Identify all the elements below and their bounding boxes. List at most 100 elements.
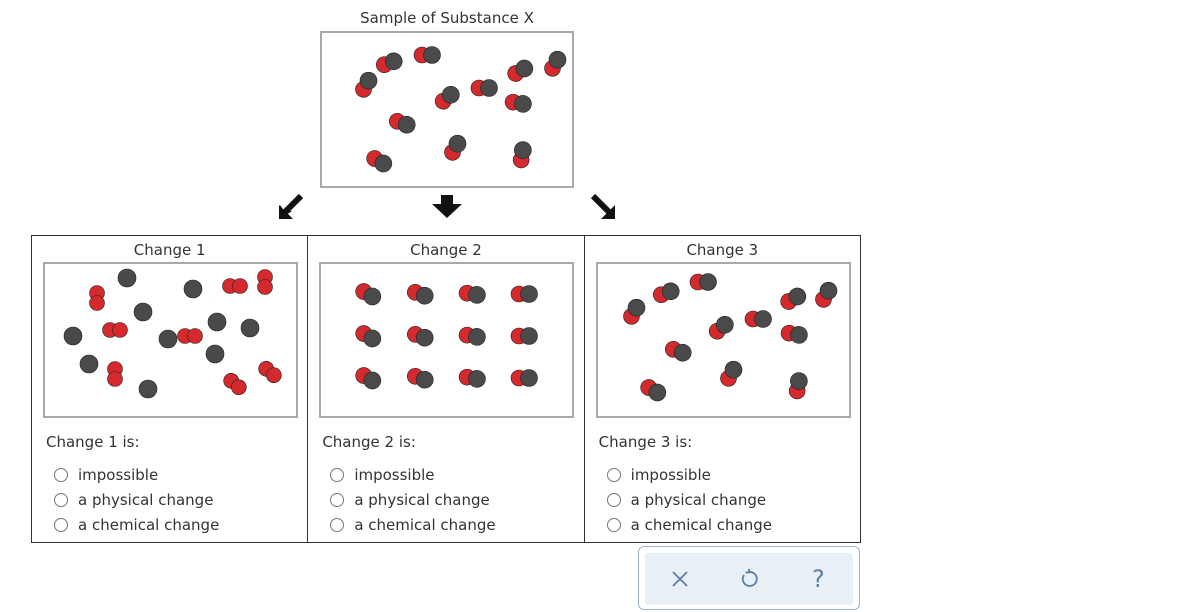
co-molecule bbox=[459, 326, 487, 346]
co-molecule bbox=[355, 71, 378, 98]
oxygen-molecule bbox=[89, 285, 105, 311]
change-3-question: Change 3 is: bbox=[598, 433, 693, 451]
carbon-atom bbox=[117, 268, 137, 288]
change-3-option-impossible[interactable]: impossible bbox=[606, 462, 772, 487]
change-1-cell: Change 1 Change 1 is: impossible a physi… bbox=[32, 236, 309, 542]
oxygen-molecule bbox=[177, 328, 203, 344]
carbon-atom bbox=[205, 344, 225, 364]
undo-icon bbox=[741, 569, 758, 587]
option-label: a physical change bbox=[354, 490, 490, 509]
sample-molecules bbox=[355, 46, 567, 173]
change-2-molecules bbox=[355, 283, 539, 390]
change-2-options: impossible a physical change a chemical … bbox=[330, 462, 496, 537]
change-1-title: Change 1 bbox=[133, 241, 206, 259]
help-icon: ? bbox=[811, 565, 825, 593]
radio-button[interactable] bbox=[54, 492, 68, 507]
option-label: impossible bbox=[630, 465, 711, 484]
co-molecule bbox=[355, 367, 382, 390]
option-label: a chemical change bbox=[630, 515, 772, 534]
co-molecule bbox=[407, 283, 434, 305]
co-molecule bbox=[814, 281, 837, 308]
option-label: impossible bbox=[78, 465, 159, 484]
co-molecule bbox=[652, 282, 680, 304]
arrow-down-icon bbox=[430, 193, 464, 219]
change-2-option-chemical[interactable]: a chemical change bbox=[330, 512, 496, 537]
change-1-option-impossible[interactable]: impossible bbox=[54, 462, 219, 487]
co-molecule bbox=[434, 85, 460, 110]
co-molecule bbox=[511, 327, 539, 345]
carbon-atom bbox=[63, 326, 83, 346]
radio-button[interactable] bbox=[330, 517, 345, 532]
co-molecule bbox=[512, 141, 532, 169]
co-molecule bbox=[504, 93, 532, 113]
radio-button[interactable] bbox=[330, 467, 345, 482]
co-molecule bbox=[459, 284, 487, 304]
oxygen-molecule bbox=[222, 278, 248, 294]
toolbar-inner: ? bbox=[645, 553, 853, 605]
close-icon bbox=[672, 571, 688, 587]
co-molecule bbox=[511, 369, 539, 387]
oxygen-molecule bbox=[107, 361, 123, 387]
change-3-option-chemical[interactable]: a chemical change bbox=[606, 512, 772, 537]
change-3-cell: Change 3 Change 3 is: impossible a physi… bbox=[585, 236, 860, 542]
change-2-option-physical[interactable]: a physical change bbox=[330, 487, 495, 512]
change-1-molecules bbox=[63, 268, 282, 399]
oxygen-molecule bbox=[102, 322, 128, 338]
co-molecule bbox=[407, 367, 434, 389]
co-molecule bbox=[389, 112, 416, 134]
radio-button[interactable] bbox=[54, 467, 68, 482]
co-molecule bbox=[544, 50, 567, 77]
co-molecule bbox=[355, 325, 382, 348]
co-molecule bbox=[744, 310, 772, 328]
radio-button[interactable] bbox=[330, 492, 345, 507]
change-1-options: impossible a physical change a chemical … bbox=[54, 462, 219, 537]
co-molecule bbox=[788, 372, 808, 400]
clear-button[interactable] bbox=[660, 559, 700, 599]
carbon-atom bbox=[158, 329, 178, 349]
arrow-down-right-icon bbox=[590, 193, 618, 221]
change-3-title: Change 3 bbox=[686, 241, 759, 259]
change-3-molecules bbox=[622, 273, 837, 402]
carbon-atom bbox=[183, 279, 203, 299]
oxygen-molecule bbox=[257, 269, 273, 295]
help-button[interactable]: ? bbox=[798, 559, 838, 599]
option-label: a chemical change bbox=[78, 515, 220, 534]
change-2-title: Change 2 bbox=[410, 241, 482, 259]
change-1-image bbox=[43, 262, 298, 418]
carbon-atom bbox=[240, 318, 260, 338]
undo-button[interactable] bbox=[729, 559, 769, 599]
sample-image bbox=[320, 31, 574, 188]
change-2-option-impossible[interactable]: impossible bbox=[330, 462, 495, 487]
co-molecule bbox=[470, 79, 498, 97]
co-molecule bbox=[459, 368, 487, 388]
co-molecule bbox=[719, 360, 742, 387]
co-molecule bbox=[444, 134, 467, 161]
co-molecule bbox=[664, 340, 692, 362]
radio-button[interactable] bbox=[606, 467, 621, 482]
change-1-option-physical[interactable]: a physical change bbox=[54, 487, 219, 512]
option-label: a physical change bbox=[78, 490, 214, 509]
change-3-option-physical[interactable]: a physical change bbox=[606, 487, 772, 512]
co-molecule bbox=[708, 315, 734, 340]
oxygen-molecule bbox=[258, 360, 282, 384]
co-molecule bbox=[507, 59, 534, 82]
change-1-question: Change 1 is: bbox=[46, 433, 140, 451]
co-molecule bbox=[780, 287, 806, 310]
option-label: a chemical change bbox=[354, 515, 496, 534]
co-molecule bbox=[511, 285, 539, 303]
radio-button[interactable] bbox=[606, 517, 621, 532]
arrow-down-left-icon bbox=[276, 193, 304, 221]
change-2-cell: Change 2 Change 2 is: impossible a physi… bbox=[308, 236, 585, 542]
co-molecule bbox=[640, 379, 666, 402]
radio-button[interactable] bbox=[606, 492, 621, 507]
oxygen-molecule bbox=[223, 372, 247, 396]
co-molecule bbox=[407, 325, 434, 347]
changes-table: Change 1 Change 1 is: impossible a physi… bbox=[31, 235, 861, 543]
co-molecule bbox=[622, 298, 645, 325]
sample-title: Sample of Substance X bbox=[360, 9, 534, 27]
carbon-atom bbox=[133, 302, 153, 322]
co-molecule bbox=[413, 46, 441, 64]
change-1-option-chemical[interactable]: a chemical change bbox=[54, 512, 219, 537]
radio-button[interactable] bbox=[54, 517, 68, 532]
co-molecule bbox=[355, 283, 382, 306]
